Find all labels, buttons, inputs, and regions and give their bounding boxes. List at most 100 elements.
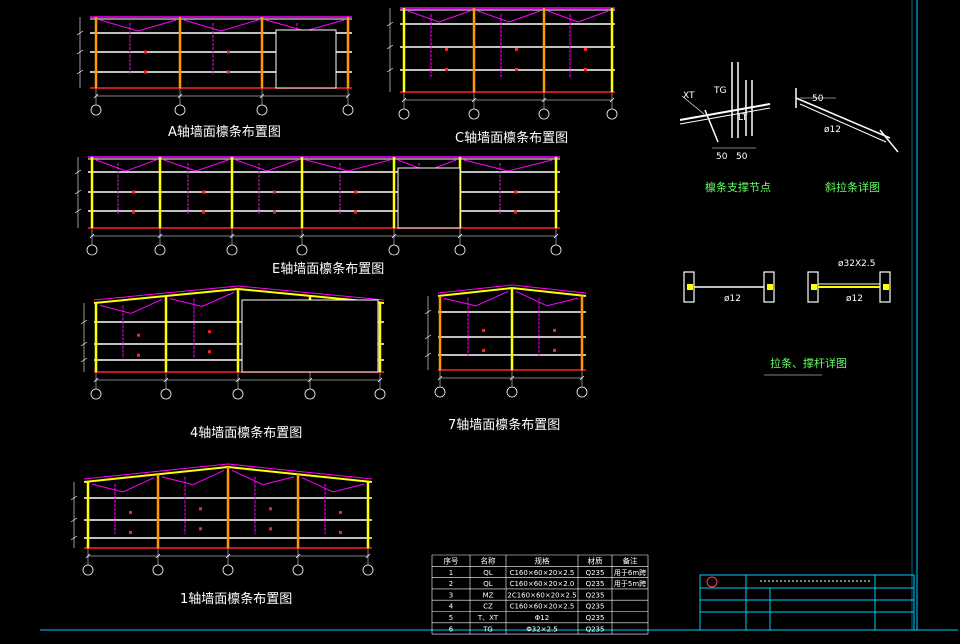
tie-brace [507,159,553,172]
dimension-tick [93,377,99,383]
axis-bubble [506,386,518,398]
dimension-tick [259,93,265,99]
table-cell: 5 [449,614,453,622]
table-cell: Q235 [586,569,605,577]
tie-brace [192,469,225,486]
tie-brace [475,290,509,307]
marker-dot [273,210,276,214]
label-phi12-c: ø12 [846,294,863,304]
tie-brace [122,477,155,493]
table-header-cell: 序号 [444,556,459,566]
table-header-cell: 规格 [535,556,550,566]
dimension-tick [365,553,371,559]
height-tick [386,21,394,27]
marker-dot [584,48,587,51]
height-tick [386,67,394,73]
dimension-tick [437,375,443,381]
marker-dot [199,507,202,511]
roof-edge [437,284,513,294]
roof-edge [511,284,587,294]
detail-leader [681,95,705,115]
axis-bubble [576,386,588,398]
table-header-cell: 名称 [481,556,496,566]
tie-brace [91,483,124,493]
dimension-tick [299,233,305,239]
axis-bubble [152,564,164,576]
axis-bubble [454,244,466,256]
table-cell: MZ [483,591,494,599]
tie-brace [99,19,139,32]
tie-brace [463,159,509,172]
marker-dot [137,333,140,337]
title-block-frame [699,574,915,631]
c-section-web [883,284,889,290]
dimension-tick [471,97,477,103]
label-dim-50-c: 50 [812,94,824,104]
roof-line [227,466,373,483]
marker-dot [269,527,272,531]
label-phi12-a: ø12 [824,125,841,135]
title-block [699,574,915,631]
height-tick [70,495,78,501]
detail-member [679,107,771,125]
tie-brace [262,476,295,486]
detail-rod [704,109,719,143]
tie-brace [438,10,471,23]
marker-dot [354,210,357,214]
tie-brace [477,10,510,23]
tie-brace [577,10,609,23]
axis-bubble [226,244,238,256]
marker-dot [208,330,211,334]
dimension-tick [609,97,615,103]
table-cell: Q235 [586,614,605,622]
dimension-tick [401,97,407,103]
tie-brace [266,159,299,172]
marker-dot [137,353,140,357]
tie-brace [161,476,194,486]
tie-brace [183,19,222,32]
marker-dot [514,210,517,214]
height-tick [74,189,82,195]
tie-brace [163,159,197,172]
label-tg: TG [714,86,727,96]
door-opening [397,167,461,229]
detail-title-brace-node: 檩条支撑节点 [705,181,771,194]
axis-bubble [434,386,446,398]
title-axis-e: E轴墙面檩条布置图 [272,262,385,277]
tie-brace [137,19,177,32]
table-header-cell: 材质 [588,556,603,566]
height-tick [74,169,82,175]
marker-dot [227,50,230,54]
table-cell: Q235 [586,591,605,599]
marker-dot [553,328,556,332]
marker-dot [339,530,342,534]
c-section-web [811,284,817,290]
axis-bubble [550,244,562,256]
elevation-axis-a [76,16,354,116]
dimension-tick [345,93,351,99]
logo-mark [706,576,718,588]
door-opening [241,299,379,373]
table-cell: 1 [449,569,453,577]
tie-brace [305,159,349,172]
dimension-tick [163,377,169,383]
roof-edge [237,285,385,301]
dimension-tick [177,93,183,99]
tie-brace [201,291,235,307]
table-cell: Q235 [586,625,605,633]
marker-dot [269,507,272,511]
table-cell: 用于5m跨 [614,579,646,588]
tie-brace [95,159,127,172]
height-tick [76,30,84,36]
dimension-tick [225,553,231,559]
axis-bubble [86,244,98,256]
dimension-tick [579,375,585,381]
door-opening [275,29,337,89]
axis-bubble [90,104,102,116]
elevation-axis-4 [80,285,386,400]
table-cell: Φ12 [535,614,549,622]
height-tick [80,357,88,363]
elevation-axis-c [386,7,618,120]
